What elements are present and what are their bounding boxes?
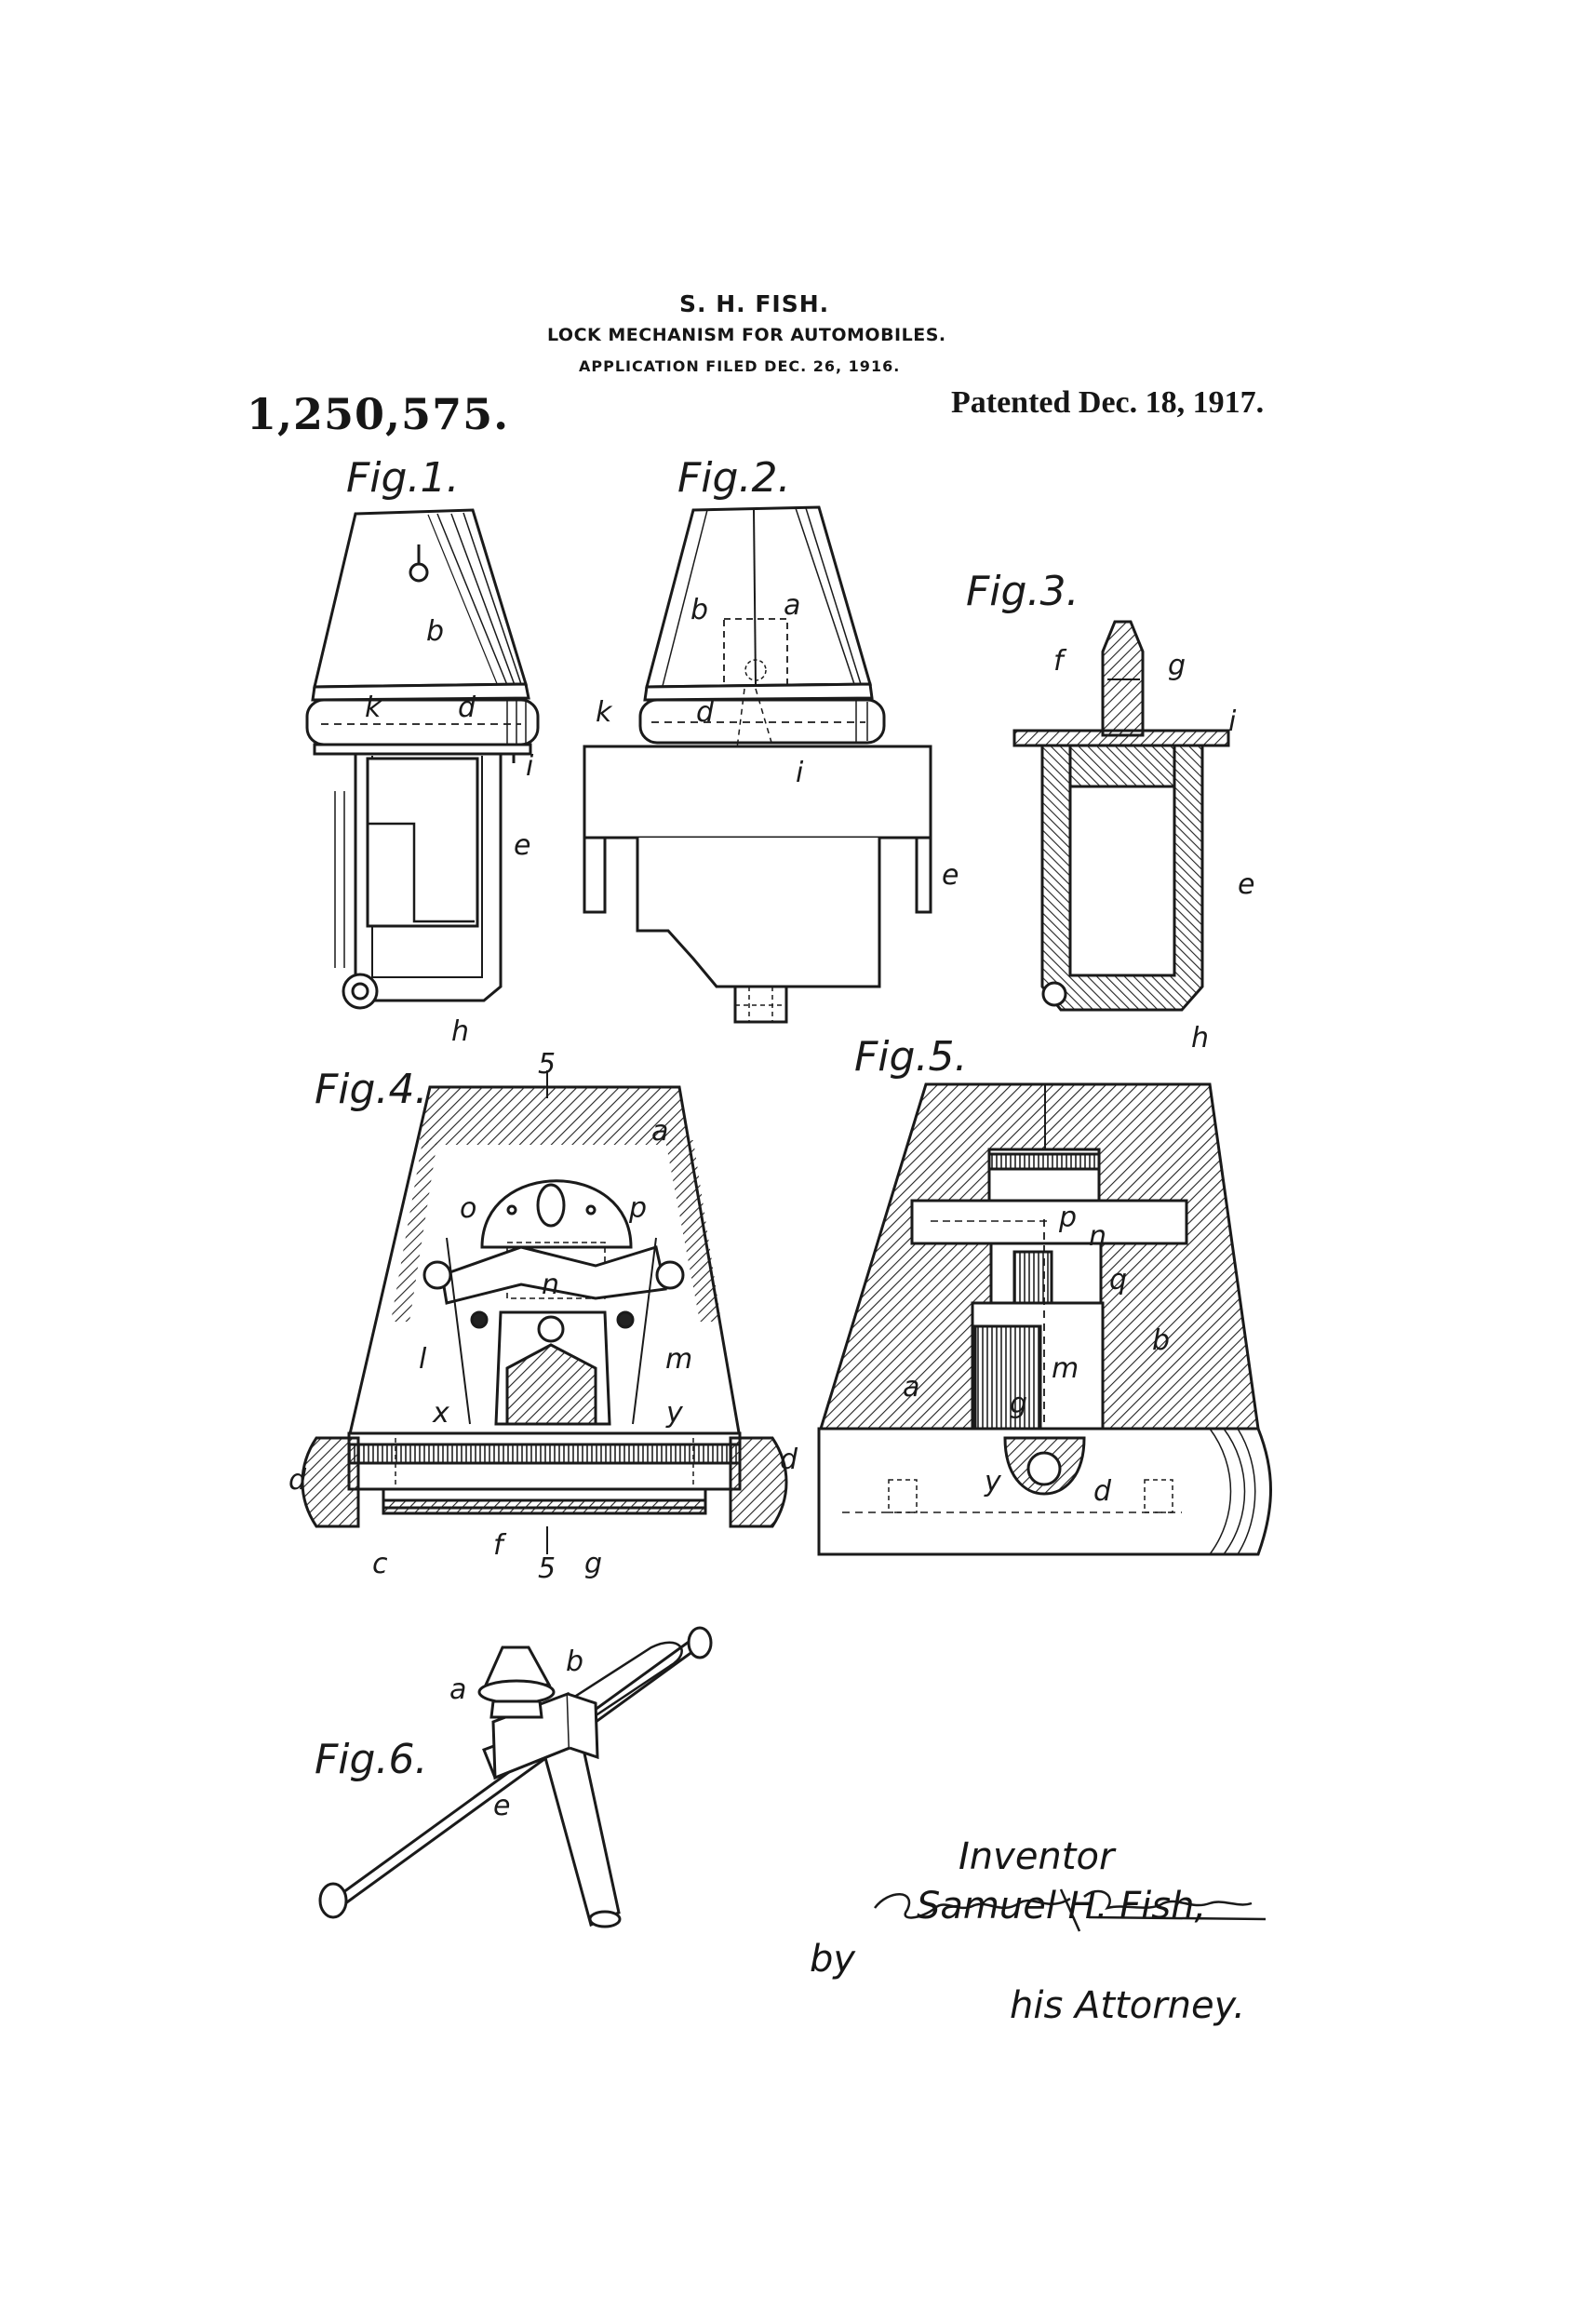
fig4-part-g: g (584, 1548, 602, 1580)
fig4-part-d-left: d (288, 1464, 307, 1497)
fig5-label: Fig.5. (854, 1033, 967, 1081)
fig5-part-d: d (1093, 1475, 1112, 1508)
fig1-part-h: h (451, 1015, 469, 1048)
fig4-part-c: c (372, 1548, 388, 1580)
fig4-part-l: l (419, 1343, 427, 1376)
fig2-part-k: k (596, 696, 613, 729)
attorney-signature (874, 1888, 1267, 1932)
fig4-part-y: y (665, 1397, 684, 1430)
fig1-part-d: d (458, 692, 476, 724)
inventor-signature-name: Samuel H. Fish, (917, 1885, 1207, 1928)
fig3-part-e: e (1238, 868, 1254, 901)
patented-date: Patented Dec. 18, 1917. (951, 385, 1265, 420)
fig5-part-b: b (1152, 1324, 1170, 1357)
fig4-part-o: o (460, 1192, 476, 1225)
fig4-part-d-right: d (780, 1444, 798, 1476)
figure-4: Fig.4. (288, 1048, 798, 1585)
fig2-part-b: b (690, 594, 708, 626)
fig3-part-i: i (1228, 705, 1237, 738)
fig1-part-e: e (514, 829, 530, 862)
fig4-part-m: m (665, 1343, 692, 1376)
figure-2: Fig.2. b a (583, 454, 959, 1024)
fig1-part-i: i (526, 750, 534, 783)
fig4-section-top: 5 (538, 1048, 556, 1081)
figure-3: Fig.3. f g i e h (966, 568, 1254, 1055)
fig5-part-g: g (1010, 1388, 1027, 1420)
fig5-part-y: y (984, 1466, 1002, 1498)
inventor-heading: Inventor (959, 1835, 1115, 1878)
by-label: by (810, 1938, 856, 1981)
fig2-part-d: d (696, 696, 715, 729)
fig5-part-q: q (1109, 1264, 1127, 1296)
fig4-section-bottom: 5 (538, 1552, 556, 1585)
fig6-part-b: b (566, 1646, 583, 1678)
fig5-part-p: p (1058, 1202, 1077, 1234)
fig4-part-x: x (432, 1397, 449, 1430)
fig2-part-i: i (796, 757, 804, 789)
fig2-part-e: e (942, 859, 959, 892)
fig6-label: Fig.6. (315, 1736, 427, 1783)
fig4-part-a: a (651, 1115, 668, 1148)
fig1-label: Fig.1. (346, 454, 459, 502)
fig6-part-e: e (493, 1790, 510, 1822)
fig3-part-f: f (1053, 645, 1067, 678)
figure-6: Fig.6. a b e (315, 1626, 713, 1928)
fig2-part-a: a (784, 589, 800, 622)
fig3-label: Fig.3. (966, 568, 1079, 615)
fig5-part-m: m (1052, 1352, 1079, 1385)
figure-5: Fig.5. p n q (817, 1033, 1272, 1556)
figure-1: Fig.1. (305, 454, 540, 1048)
patent-number: 1,250,575. (247, 389, 510, 439)
fig3-part-h: h (1191, 1022, 1209, 1055)
fig2-label: Fig.2. (677, 454, 790, 502)
attorney-role: his Attorney. (1010, 1984, 1245, 2027)
fig1-part-b: b (426, 615, 444, 648)
fig4-part-p: p (628, 1192, 647, 1225)
application-date: APPLICATION FILED DEC. 26, 1916. (579, 357, 901, 375)
inventor-name: S. H. FISH. (679, 290, 830, 317)
fig5-part-n: n (1089, 1220, 1106, 1253)
fig4-part-n: n (542, 1269, 559, 1301)
fig5-part-a: a (903, 1371, 919, 1404)
fig3-part-g: g (1168, 650, 1186, 682)
fig4-part-f: f (493, 1529, 507, 1562)
fig6-part-a: a (449, 1673, 466, 1706)
patent-title: LOCK MECHANISM FOR AUTOMOBILES. (547, 325, 946, 345)
fig4-label: Fig.4. (315, 1066, 427, 1113)
fig1-part-k: k (365, 692, 382, 724)
